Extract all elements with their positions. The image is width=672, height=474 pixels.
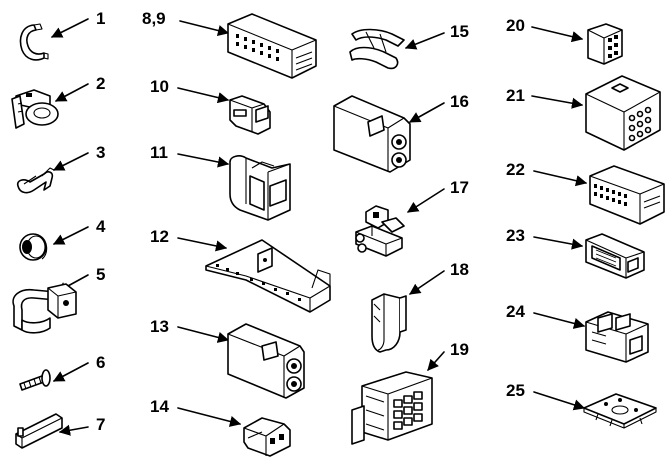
part-17-cross bbox=[355, 205, 405, 257]
part-20-cube bbox=[587, 23, 623, 65]
label-22: 22 bbox=[506, 160, 525, 179]
label-10: 10 bbox=[150, 77, 169, 96]
label-1: 1 bbox=[96, 9, 105, 28]
part-19-block bbox=[351, 371, 433, 445]
part-12-rail bbox=[205, 239, 331, 313]
part-23-dsub bbox=[585, 233, 645, 279]
label-21: 21 bbox=[506, 86, 525, 105]
part-21-cube bbox=[585, 75, 661, 151]
label-3: 3 bbox=[96, 143, 105, 162]
label-2: 2 bbox=[96, 74, 105, 93]
label-17: 17 bbox=[450, 178, 469, 197]
label-16: 16 bbox=[450, 92, 469, 111]
label-11: 11 bbox=[150, 143, 168, 162]
part-13-connector bbox=[227, 323, 305, 399]
part-8-9-housing bbox=[227, 13, 317, 79]
part-10-plug bbox=[229, 95, 271, 135]
label-5: 5 bbox=[96, 265, 105, 284]
label-7: 7 bbox=[96, 415, 105, 434]
part-25-plate bbox=[583, 393, 657, 429]
part-18-bracket bbox=[371, 293, 407, 353]
label-4: 4 bbox=[96, 217, 106, 236]
part-4-grommet bbox=[19, 233, 48, 261]
part-22-block bbox=[589, 165, 665, 225]
leader-arrows bbox=[50, 18, 588, 436]
part-16-connector bbox=[333, 95, 411, 173]
label-20: 20 bbox=[506, 16, 525, 35]
label-25: 25 bbox=[506, 381, 525, 400]
label-13: 13 bbox=[150, 317, 169, 336]
label-19: 19 bbox=[450, 340, 469, 359]
label-6: 6 bbox=[96, 353, 105, 372]
part-1-clip bbox=[19, 23, 49, 61]
label-24: 24 bbox=[506, 302, 525, 321]
label-23: 23 bbox=[506, 226, 525, 245]
part-3-wire-clip bbox=[16, 167, 55, 194]
part-2-clamp bbox=[11, 89, 59, 129]
part-14-socket bbox=[243, 417, 291, 457]
part-7-strip bbox=[15, 413, 63, 449]
label-15: 15 bbox=[450, 22, 469, 41]
part-11-housing bbox=[229, 155, 291, 221]
part-6-screw bbox=[19, 369, 51, 391]
label-14: 14 bbox=[150, 397, 169, 416]
part-24-housing bbox=[585, 311, 649, 363]
label-18: 18 bbox=[450, 260, 469, 279]
part-5-cable-clamp bbox=[12, 283, 77, 334]
part-15-curved-clip bbox=[349, 28, 405, 70]
label-12: 12 bbox=[150, 227, 169, 246]
label-8-9: 8,9 bbox=[142, 9, 166, 28]
